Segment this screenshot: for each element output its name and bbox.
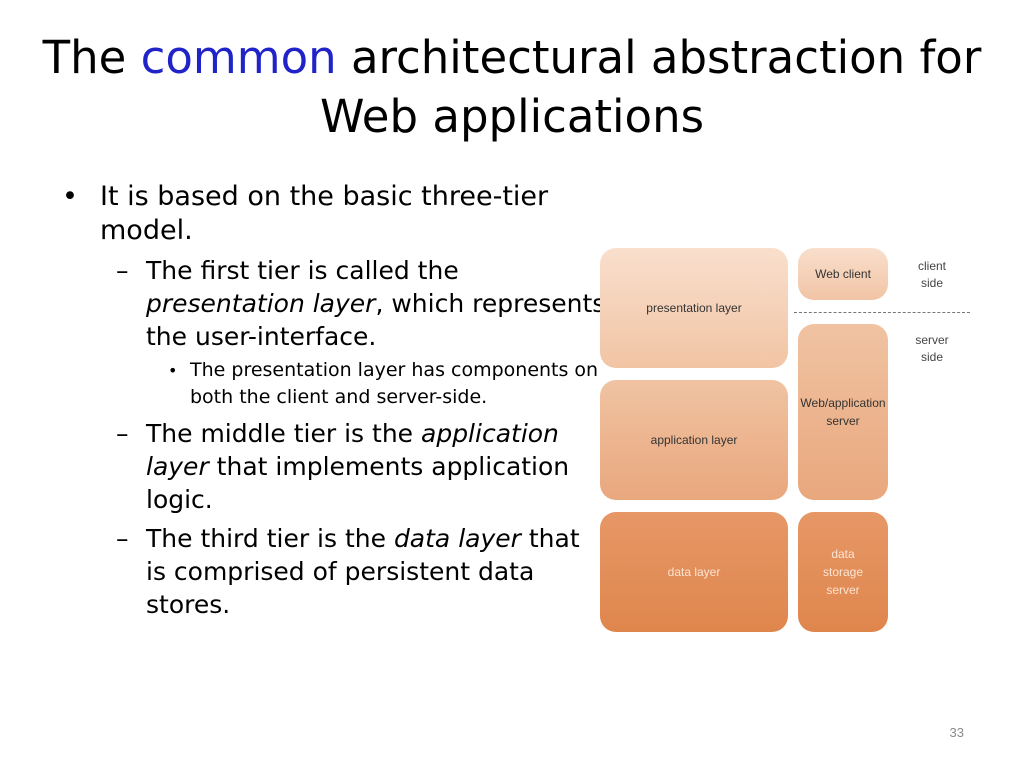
server-side-line1: server [915, 333, 949, 347]
third-tier-text: The third tier is the [146, 524, 394, 553]
third-tier-term: data layer [393, 524, 521, 553]
web-app-server-line1: Web/application [800, 396, 886, 410]
presentation-layer-box: presentation layer [600, 248, 788, 368]
server-side-label: server side [908, 332, 956, 366]
first-tier-text: The first tier is called the [146, 256, 459, 285]
web-app-server-line2: server [826, 414, 860, 428]
application-layer-box: application layer [600, 380, 788, 500]
bullet-middle-tier: The middle tier is the application layer… [54, 417, 606, 516]
presentation-layer-label: presentation layer [646, 301, 742, 315]
data-storage-line3: server [826, 583, 860, 597]
client-side-line2: side [920, 276, 943, 290]
slide-page-number: 33 [949, 725, 964, 740]
title-prefix: The [42, 31, 141, 84]
middle-tier-text: The middle tier is the [146, 419, 421, 448]
bullet-first-tier: The first tier is called the presentatio… [54, 254, 606, 353]
first-tier-term: presentation layer [146, 289, 376, 318]
web-app-server-label: Web/application server [800, 394, 885, 430]
data-storage-line1: data [831, 547, 855, 561]
title-suffix: architectural abstraction for Web applic… [319, 31, 982, 143]
title-accent-word: common [140, 31, 337, 84]
bullet-three-tier-text: It is based on the basic three-tier mode… [100, 181, 549, 246]
three-tier-diagram: presentation layer application layer dat… [596, 246, 976, 636]
server-side-line2: side [920, 350, 943, 364]
data-layer-box: data layer [600, 512, 788, 632]
data-layer-label: data layer [667, 565, 721, 579]
client-server-divider [794, 312, 970, 313]
third-tier-text-end: that is comprised of persistent data sto… [146, 524, 580, 619]
middle-tier-text-end: that implements application logic. [146, 452, 570, 514]
data-storage-server-label: data storage server [823, 545, 863, 599]
bullet-list: It is based on the basic three-tier mode… [54, 180, 606, 621]
data-storage-line2: storage [822, 565, 864, 579]
bullet-presentation-components: The presentation layer has components on… [54, 357, 606, 411]
presentation-components-text: The presentation layer has components on… [190, 359, 599, 408]
client-side-label: client side [910, 258, 954, 292]
data-storage-server-box: data storage server [798, 512, 888, 632]
web-client-box: Web client [798, 248, 888, 300]
first-tier-text-end: , which represents the user-interface. [146, 289, 606, 351]
web-app-server-box: Web/application server [798, 324, 888, 500]
slide-title: The common architectural abstraction for… [40, 28, 984, 146]
application-layer-label: application layer [650, 433, 738, 447]
middle-tier-term: application layer [146, 419, 559, 481]
client-side-line1: client [917, 259, 946, 273]
bullet-three-tier-model: It is based on the basic three-tier mode… [54, 180, 606, 248]
web-client-label: Web client [815, 267, 871, 281]
bullet-third-tier: The third tier is the data layer that is… [54, 522, 606, 621]
